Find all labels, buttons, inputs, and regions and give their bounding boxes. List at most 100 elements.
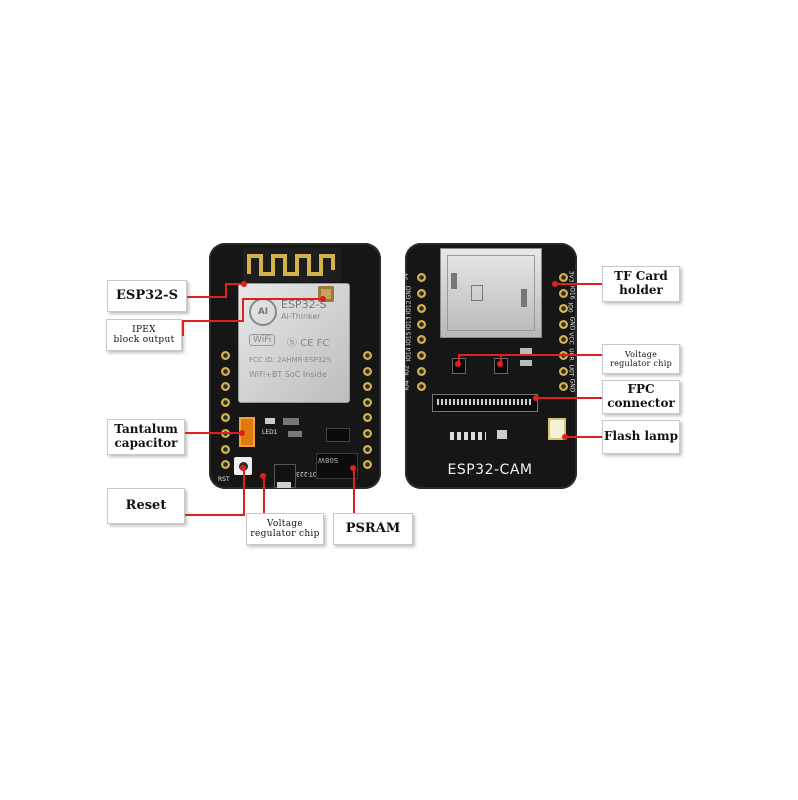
header-pin [559, 319, 568, 329]
header-pin [559, 288, 568, 298]
header-pin [221, 366, 230, 376]
label-flash: Flash lamp [602, 420, 680, 454]
psram-label: S08W [318, 456, 339, 464]
module-footer: WiFi+BT SoC Inside [249, 370, 327, 379]
flash-lamp [548, 418, 566, 440]
pin-label: IO0 [566, 302, 574, 313]
smd-part [520, 348, 532, 354]
leader-dot [320, 296, 326, 302]
pin-label: 3V3 [567, 270, 575, 283]
pcb-antenna-icon [243, 248, 341, 282]
label-reset: Reset [107, 488, 185, 524]
smd-part [283, 418, 299, 425]
leader-line [353, 468, 355, 513]
module-name: ESP32-S [281, 298, 327, 311]
header-pin [363, 351, 372, 360]
wifi-logo: WiFi [249, 334, 276, 346]
led1 [265, 418, 275, 424]
leader-line [243, 470, 245, 516]
leader-line [187, 296, 225, 298]
label-psram: PSRAM [333, 513, 413, 545]
leader-line [458, 354, 460, 362]
header-pin [559, 273, 568, 282]
header-pin [559, 366, 568, 376]
led-label: LED1 [262, 429, 278, 436]
ic-chip [326, 428, 350, 442]
header-pin [363, 382, 372, 392]
header-pin [559, 304, 568, 314]
pin-label: IO12 [405, 300, 413, 315]
header-pin [221, 382, 230, 392]
leader-line [500, 354, 502, 362]
header-pin [417, 335, 426, 345]
header-pin [417, 366, 426, 376]
header-pin [417, 382, 426, 392]
pin-label: U0T [567, 364, 575, 377]
header-pin [363, 413, 372, 423]
leader-line [537, 397, 602, 399]
module-brand: Ai-Thinker [281, 312, 321, 321]
leader-dot [497, 361, 503, 367]
ce-fcc-marks: ⓑ CE FC [287, 338, 330, 349]
pin-label: 5V [402, 272, 410, 281]
header-pin [363, 429, 372, 438]
leader-line [263, 477, 265, 513]
leader-line [185, 432, 241, 434]
header-pin [221, 460, 230, 470]
leader-line [225, 283, 227, 298]
leader-line [182, 320, 242, 322]
pin-label: IO15 [405, 331, 413, 346]
header-pin [417, 351, 426, 360]
leader-dot [533, 395, 539, 401]
pin-label: IO4 [403, 380, 411, 391]
smd-part [497, 430, 507, 439]
board-name: ESP32-CAM [447, 462, 533, 478]
leader-dot [241, 281, 247, 287]
fcc-id: FCC ID: 2AHMR-ESP32S [249, 356, 332, 364]
header-pin [363, 366, 372, 376]
pin-label: GND [405, 285, 413, 299]
pin-label: IO2 [403, 364, 411, 376]
smd-pads [450, 432, 486, 440]
pin-label: IO14 [405, 347, 413, 362]
header-pin [559, 335, 568, 345]
header-pin [417, 288, 426, 298]
header-pin [221, 397, 230, 407]
leader-line [182, 320, 184, 336]
pin-label: IO13 [405, 316, 413, 331]
leader-line [556, 283, 602, 285]
leader-line [242, 298, 322, 300]
rst-label: RST [218, 476, 230, 483]
header-pin [417, 319, 426, 329]
header-pin [417, 273, 426, 282]
smd-part [520, 360, 532, 366]
header-pin [363, 444, 372, 454]
leader-dot [240, 465, 246, 471]
regulator-tab [277, 482, 291, 488]
pin-label: IO16 [568, 285, 576, 300]
leader-line [458, 354, 602, 356]
leader-line [185, 514, 243, 516]
pin-label: GND [568, 378, 576, 393]
tf-card-slot [440, 248, 542, 338]
ai-thinker-logo: AI [249, 298, 277, 326]
label-esp32s: ESP32-S [107, 280, 187, 312]
header-pin [559, 382, 568, 392]
leader-dot [239, 430, 245, 436]
module-logo: AI [257, 307, 269, 317]
header-pin [363, 460, 372, 470]
leader-dot [552, 281, 558, 287]
header-pin [221, 351, 230, 360]
pin-label: GND [568, 316, 576, 331]
header-pin [221, 444, 230, 454]
leader-line [242, 298, 244, 322]
pin-label: VCC [567, 332, 575, 346]
smd-part [288, 431, 302, 437]
esp32s-module: AI ESP32-S Ai-Thinker WiFi ⓑ CE FC FCC I… [238, 283, 350, 403]
